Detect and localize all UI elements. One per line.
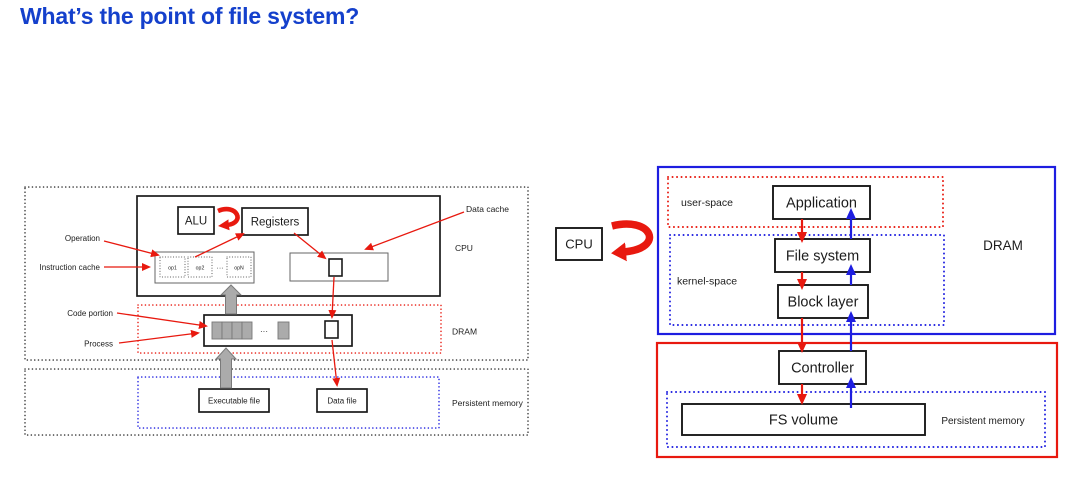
opN-box	[226, 256, 252, 278]
application-label: Application	[786, 196, 857, 212]
registers-box	[241, 207, 309, 236]
code-portion-pointer-arrow	[116, 312, 208, 329]
data-cache-slot	[328, 258, 343, 277]
executable-file-label: Executable file	[208, 397, 261, 406]
cpu-dram-cycle-arrow	[611, 220, 654, 262]
code-block-3	[231, 321, 243, 340]
cpu-box	[555, 227, 603, 261]
data-cache-label: Data cache	[466, 204, 509, 214]
load-executable-arrow	[214, 347, 238, 389]
op1-box	[159, 256, 186, 278]
op1-label: op1	[168, 266, 177, 272]
persistent-dotted-box	[137, 376, 440, 429]
cpu-label: CPU	[565, 237, 592, 252]
persistent-memory-label: Persistent memory	[941, 416, 1024, 427]
dram-label: DRAM	[983, 238, 1023, 253]
user-space-dotted-box	[667, 176, 944, 228]
dram-box	[656, 165, 1057, 336]
load-instructions-arrow	[219, 284, 243, 315]
registers-to-data-cache-arrow	[293, 232, 327, 260]
code-block-1	[211, 321, 223, 340]
persistent-memory-dotted-box	[666, 391, 1046, 448]
cpu-label: CPU	[455, 243, 473, 253]
user-space-label: user-space	[681, 197, 733, 209]
dram-to-data-file-arrow	[331, 339, 341, 387]
operation-label: Operation	[65, 234, 100, 243]
dram-label: DRAM	[452, 327, 477, 337]
storage-box	[655, 341, 1059, 459]
kernel-space-label: kernel-space	[677, 276, 737, 288]
right-diagram: CPU user-space kernel-space DRAM Applica…	[555, 165, 1059, 459]
op2-box	[187, 256, 213, 278]
volatile-region-dotted-box	[24, 186, 529, 361]
code-block-4	[241, 321, 253, 340]
left-diagram: ALU Registers op1 op2 ··· opN ···	[24, 186, 529, 436]
code-portion-label: Code portion	[67, 309, 113, 318]
alu-registers-cycle-arrow	[217, 206, 240, 231]
dram-dotted-box	[137, 304, 442, 354]
op-to-registers-arrow	[194, 233, 245, 258]
registers-label: Registers	[251, 217, 300, 229]
instruction-cache-label: Instruction cache	[40, 263, 101, 272]
operation-pointer-arrow	[103, 240, 160, 258]
cache-to-dram-arrow	[328, 276, 337, 319]
controller-label: Controller	[791, 361, 854, 377]
op-ellipsis: ···	[217, 265, 224, 272]
kernel-space-dotted-box	[669, 234, 945, 326]
persistent-memory-label: Persistent memory	[452, 398, 524, 408]
executable-file-box	[198, 388, 270, 413]
code-block-5	[277, 321, 290, 340]
file-system-label: File system	[786, 249, 859, 265]
data-cache-pointer-arrow	[364, 211, 465, 251]
persistent-region-dotted-box	[24, 368, 529, 436]
process-ellipsis: ···	[260, 327, 268, 336]
data-file-label: Data file	[327, 397, 357, 406]
data-slot	[324, 320, 339, 339]
op2-label: op2	[196, 266, 205, 272]
slide-title: What’s the point of file system?	[20, 3, 360, 29]
alu-label: ALU	[185, 216, 207, 228]
fs-volume-label: FS volume	[769, 413, 838, 429]
alu-box	[177, 206, 215, 235]
block-layer-label: Block layer	[788, 295, 859, 311]
process-pointer-arrow	[118, 329, 200, 344]
code-block-2	[221, 321, 233, 340]
process-label: Process	[84, 340, 113, 349]
data-file-box	[316, 388, 368, 413]
opN-label: opN	[234, 266, 244, 272]
